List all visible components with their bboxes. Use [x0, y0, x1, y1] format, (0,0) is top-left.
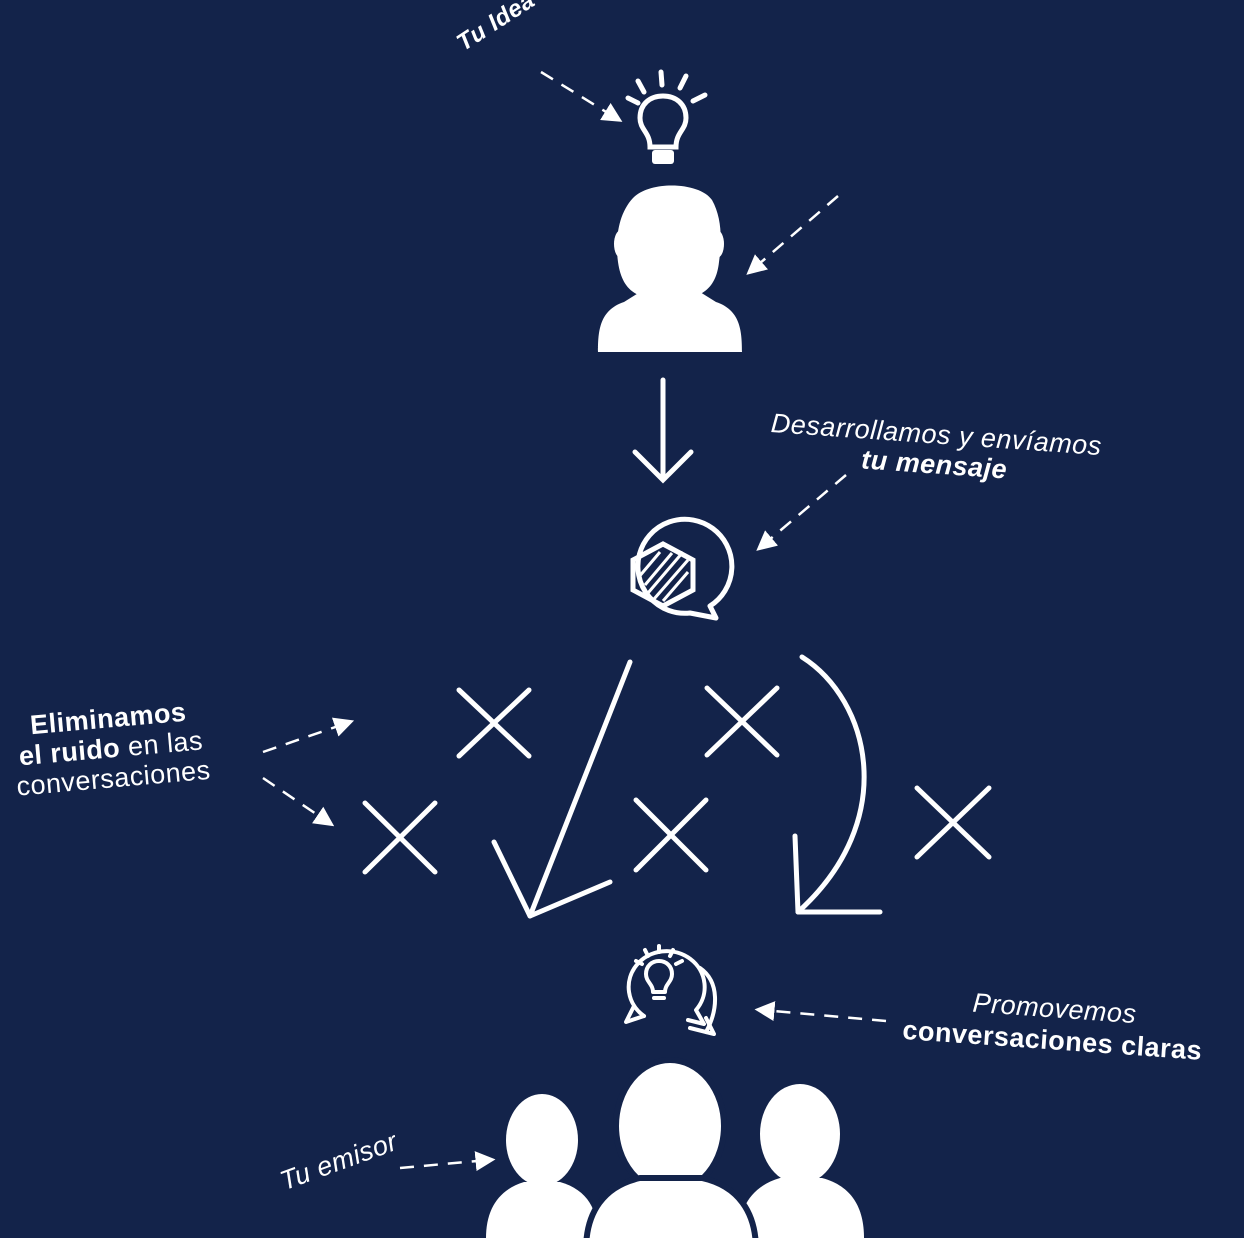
person-icon: [583, 1057, 759, 1238]
pointer-noise-lower: [262, 776, 335, 827]
pointer-message: [756, 474, 847, 551]
person-icon: [738, 1084, 864, 1238]
pointer-noise-upper: [262, 717, 355, 754]
x-mark-icon: [456, 687, 532, 759]
pointer-conversation: [754, 1001, 887, 1023]
down-arrow: [632, 377, 694, 484]
person-icon: [598, 185, 742, 352]
x-mark-icon: [362, 800, 438, 875]
people-group-icon: [486, 1057, 864, 1238]
noise-x-marks: [362, 685, 992, 875]
x-mark-icon: [704, 685, 780, 758]
idea-chat-bubbles-icon: [624, 944, 718, 1036]
dashed-pointers: [262, 70, 887, 1172]
hexagon-chat-bubble-icon: [630, 516, 735, 621]
x-mark-icon: [633, 797, 709, 873]
x-mark-icon: [914, 785, 992, 860]
pointer-emisor: [399, 1151, 496, 1172]
person-icon: [486, 1094, 598, 1238]
pointer-idea: [540, 70, 623, 122]
label-remove-noise: Eliminamos el ruido en las conversacione…: [10, 695, 211, 802]
lightbulb-icon: [625, 69, 708, 164]
curved-arrow: [792, 654, 883, 915]
diagonal-arrow: [491, 659, 633, 919]
pointer-person: [746, 195, 839, 275]
